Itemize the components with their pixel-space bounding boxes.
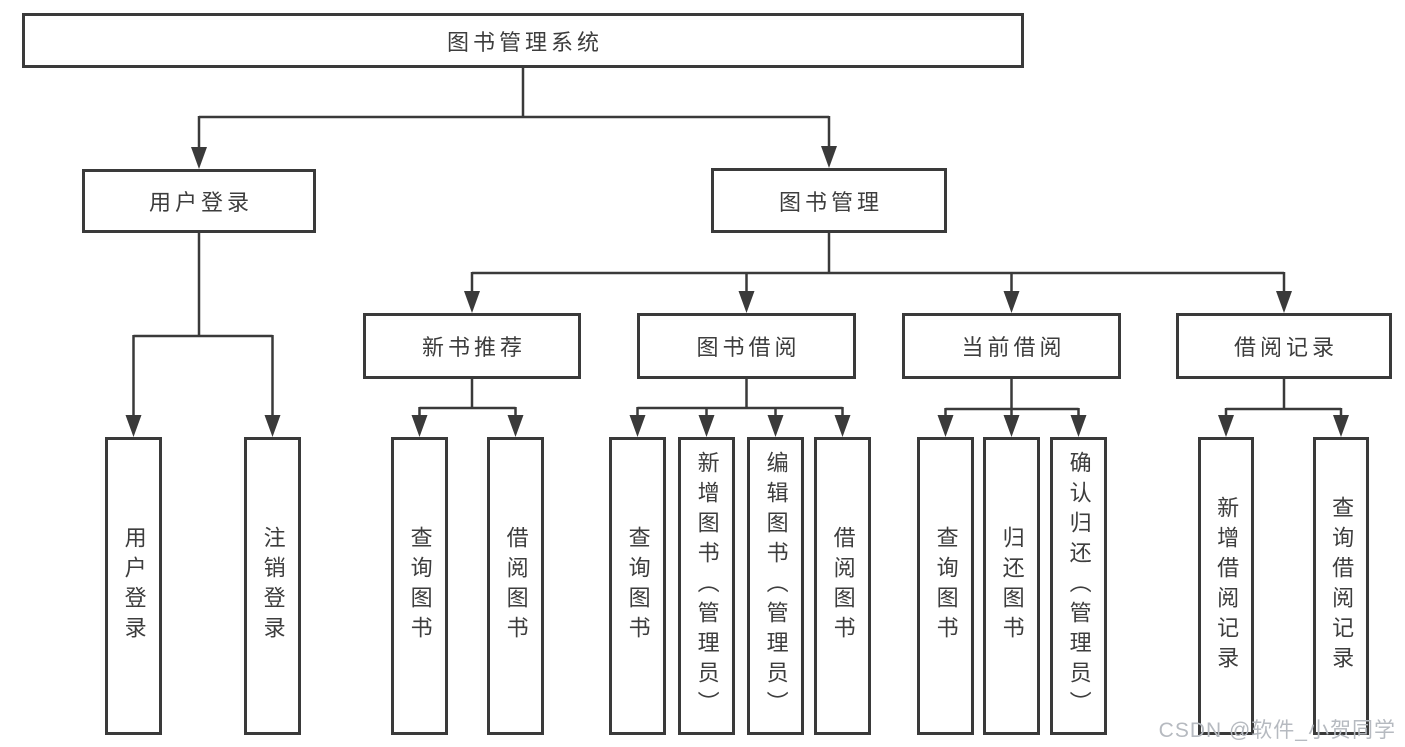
arrow-down-icon xyxy=(767,415,784,437)
leaf-label: 注销登录 xyxy=(260,526,286,646)
leaf-user-login: 用户登录 xyxy=(105,437,162,735)
leaf-return-book: 归还图书 xyxy=(983,437,1040,735)
leaf-label: 归还图书 xyxy=(999,526,1025,646)
leaf-label: 编辑图书（管理员） xyxy=(763,451,789,721)
leaf-query-books-borrow: 查询图书 xyxy=(609,437,666,735)
node-book-borrow: 图书借阅 xyxy=(637,313,856,379)
arrow-down-icon xyxy=(507,415,524,437)
arrow-down-icon xyxy=(1276,291,1292,313)
leaf-borrow-books-recommend: 借阅图书 xyxy=(487,437,544,735)
connector-user-login-to-leaves xyxy=(132,233,274,421)
arrow-down-icon xyxy=(464,291,480,313)
leaf-add-book-admin: 新增图书（管理员） xyxy=(678,437,735,735)
arrow-down-icon xyxy=(1218,415,1234,437)
leaf-label: 借阅图书 xyxy=(830,526,856,646)
arrow-down-icon xyxy=(821,146,837,168)
arrow-down-icon xyxy=(1003,291,1020,313)
leaf-borrow-books: 借阅图书 xyxy=(814,437,871,735)
leaf-label: 借阅图书 xyxy=(503,526,529,646)
arrowheads xyxy=(125,146,1349,437)
node-user-login: 用户登录 xyxy=(82,169,316,233)
node-new-book-recommend: 新书推荐 xyxy=(363,313,581,379)
leaf-logout: 注销登录 xyxy=(244,437,301,735)
leaf-label: 新增图书（管理员） xyxy=(694,451,720,721)
connector-book-borrow-to-leaves xyxy=(636,379,844,421)
arrow-down-icon xyxy=(191,147,207,169)
connector-current-borrow-to-leaves xyxy=(944,379,1080,421)
node-library-system: 图书管理系统 xyxy=(22,13,1024,68)
leaf-label: 查询图书 xyxy=(933,526,959,646)
arrow-down-icon xyxy=(411,415,428,437)
leaf-query-books-current: 查询图书 xyxy=(917,437,974,735)
leaf-label: 确认归还（管理员） xyxy=(1066,451,1092,721)
arrow-down-icon xyxy=(834,415,851,437)
arrow-down-icon xyxy=(629,415,646,437)
leaf-add-borrow-record: 新增借阅记录 xyxy=(1198,437,1254,735)
leaf-query-books-recommend: 查询图书 xyxy=(391,437,448,735)
connector-root-to-level1 xyxy=(197,68,831,151)
leaf-label: 查询借阅记录 xyxy=(1329,496,1355,676)
leaf-label: 查询图书 xyxy=(407,526,433,646)
leaf-confirm-return-admin: 确认归还（管理员） xyxy=(1050,437,1107,735)
leaf-label: 查询图书 xyxy=(625,526,651,646)
arrow-down-icon xyxy=(1333,415,1349,437)
leaf-edit-book-admin: 编辑图书（管理员） xyxy=(747,437,804,735)
leaf-label: 新增借阅记录 xyxy=(1214,496,1240,676)
watermark-text: CSDN @软件_小贺同学 xyxy=(1158,719,1396,742)
arrow-down-icon xyxy=(264,415,281,437)
arrow-down-icon xyxy=(698,415,715,437)
node-borrow-records: 借阅记录 xyxy=(1176,313,1392,379)
arrow-down-icon xyxy=(1003,415,1020,437)
arrow-down-icon xyxy=(1070,415,1087,437)
connector-book-management-to-level2 xyxy=(470,233,1286,297)
node-current-borrow: 当前借阅 xyxy=(902,313,1121,379)
arrow-down-icon xyxy=(738,291,755,313)
leaf-query-borrow-record: 查询借阅记录 xyxy=(1313,437,1369,735)
arrow-down-icon xyxy=(125,415,142,437)
leaf-label: 用户登录 xyxy=(121,526,147,646)
connector-borrow-records-to-leaves xyxy=(1224,379,1343,421)
node-book-management: 图书管理 xyxy=(711,168,947,233)
arrow-down-icon xyxy=(937,415,954,437)
connector-new-book-to-leaves xyxy=(418,379,517,421)
